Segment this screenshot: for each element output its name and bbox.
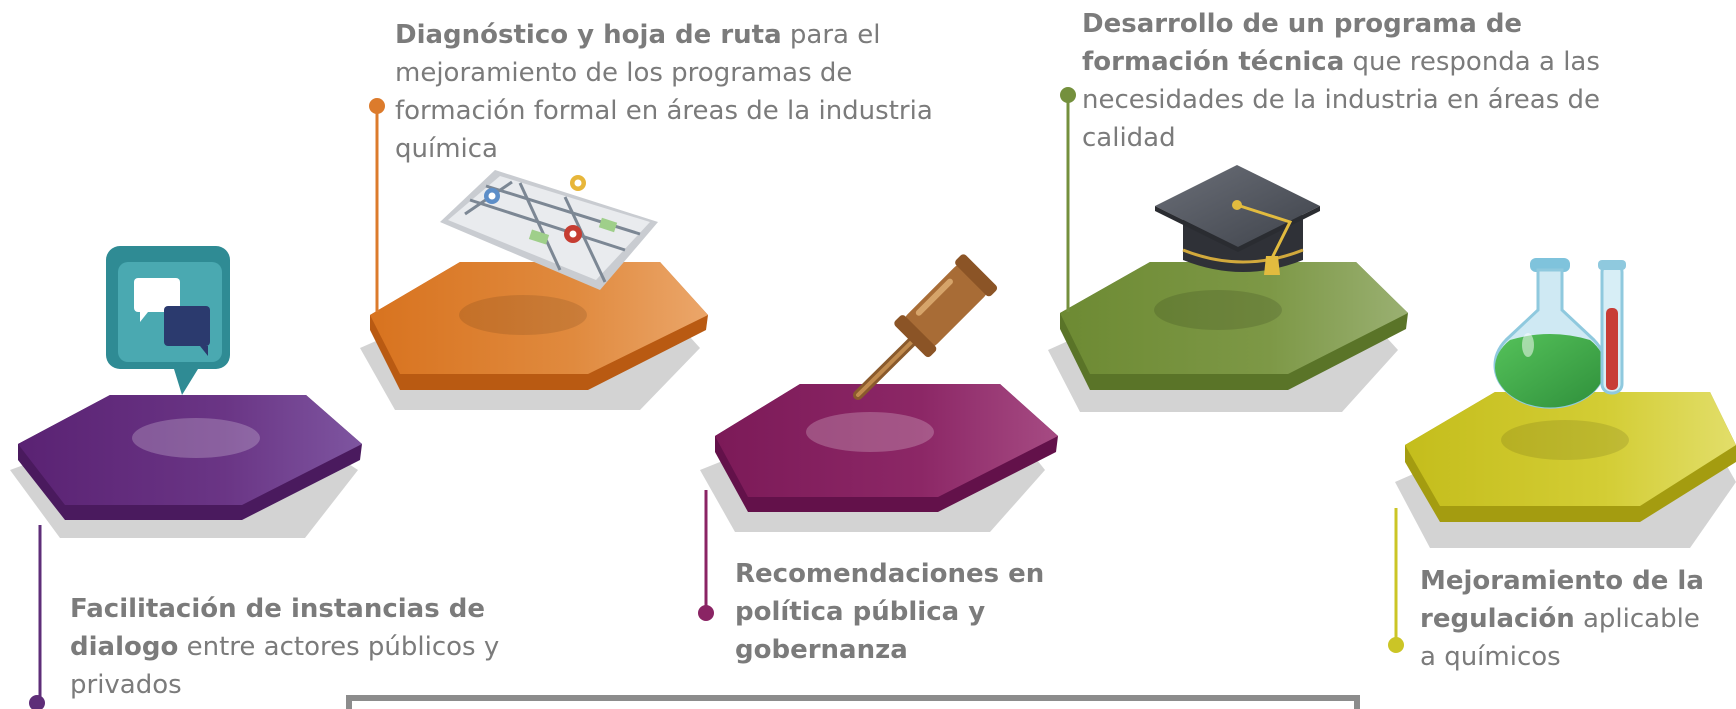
caption-recomendaciones: Recomendaciones en política pública y go… (735, 555, 1065, 669)
platform-purple (10, 395, 362, 538)
caption-dialogo-text: entre actores públicos y privados (70, 632, 500, 700)
platform-olive (1048, 262, 1408, 412)
speech-bubbles-icon (106, 246, 230, 395)
platform-orange (360, 262, 708, 410)
caption-desarrollo-bold: Desarrollo de un programa de formación t… (1082, 9, 1523, 77)
connector-purple (29, 525, 45, 709)
platform-yellow (1395, 392, 1736, 548)
platform-magenta (700, 384, 1058, 532)
caption-mejoramiento-bold: Mejoramiento de la regulación (1420, 566, 1704, 634)
flask-icon (1493, 258, 1626, 409)
caption-diagnostico-text: para el mejoramiento de los programas de… (395, 20, 933, 164)
connector-orange (369, 98, 385, 312)
caption-desarrollo: Desarrollo de un programa de formación t… (1082, 5, 1642, 157)
connector-magenta (698, 490, 714, 621)
caption-recomendaciones-bold: Recomendaciones en política pública y go… (735, 559, 1045, 665)
map-icon (440, 170, 658, 290)
caption-desarrollo-text: que responda a las necesidades de la ind… (1082, 47, 1601, 153)
gavel-icon (853, 254, 998, 400)
caption-diagnostico-bold: Diagnóstico y hoja de ruta (395, 20, 782, 50)
bottom-frame (346, 695, 1360, 709)
graduation-cap-icon (1155, 165, 1320, 275)
caption-mejoramiento: Mejoramiento de la regulación aplicable … (1420, 562, 1720, 676)
connector-yellow (1388, 508, 1404, 653)
caption-dialogo-bold: Facilitación de instancias de dialogo (70, 594, 485, 662)
caption-mejoramiento-text: aplicable a químicos (1420, 604, 1700, 672)
connector-olive (1060, 87, 1076, 312)
caption-diagnostico: Diagnóstico y hoja de ruta para el mejor… (395, 16, 955, 168)
caption-dialogo: Facilitación de instancias de dialogo en… (70, 590, 540, 704)
